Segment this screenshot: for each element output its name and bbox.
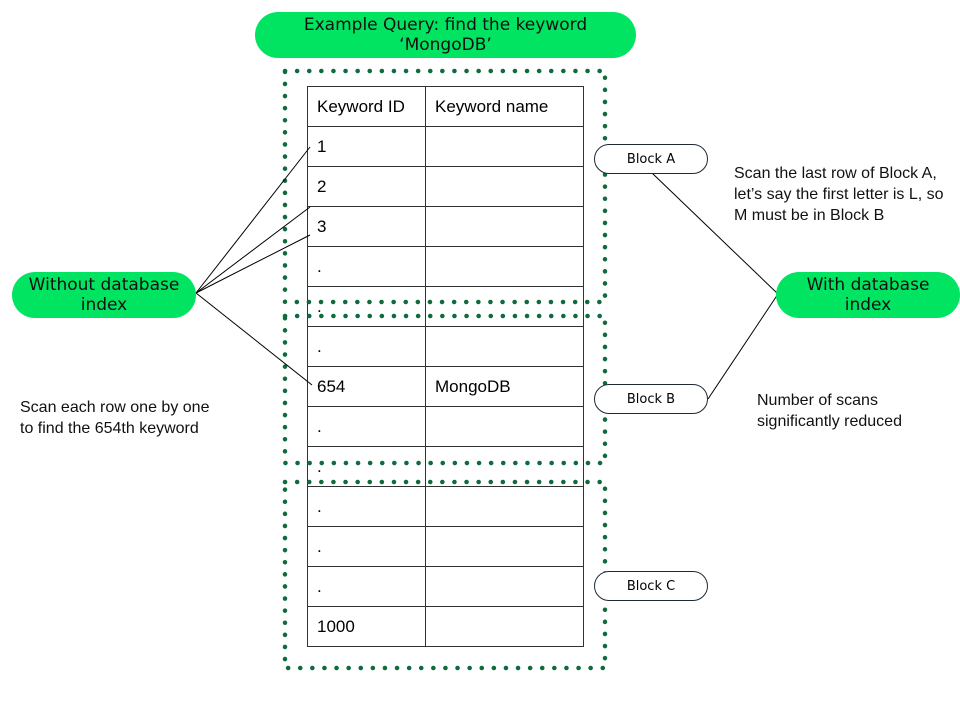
block-c-outline — [282, 479, 608, 671]
table-row: . — [307, 246, 584, 287]
cell-name — [425, 486, 584, 527]
cell-name — [425, 606, 584, 647]
query-title: Example Query: find the keyword ‘MongoDB… — [303, 15, 588, 55]
block-c-label: Block C — [594, 571, 708, 601]
table-header-row: Keyword ID Keyword name — [307, 86, 584, 127]
connector-line — [195, 206, 311, 294]
cell-name — [425, 326, 584, 367]
without-index-label: Without database index — [28, 275, 180, 315]
table-row: . — [307, 566, 584, 607]
block-b-label: Block B — [594, 384, 708, 414]
table-row: 2 — [307, 166, 584, 207]
table-row: . — [307, 286, 584, 327]
without-index-note: Scan each row one by one to find the 654… — [20, 399, 210, 437]
connector-line — [195, 234, 311, 294]
connector-line — [707, 293, 779, 400]
connector-line — [195, 146, 311, 294]
table-row: 1000 — [307, 606, 584, 647]
cell-id: . — [307, 406, 426, 447]
cell-id: . — [307, 286, 426, 327]
cell-name — [425, 206, 584, 247]
with-index-label: With database index — [806, 275, 930, 315]
cell-id: 1000 — [307, 606, 426, 647]
cell-name — [425, 166, 584, 207]
block-a-label: Block A — [594, 144, 708, 174]
table-row: . — [307, 406, 584, 447]
header-keyword-name: Keyword name — [425, 86, 584, 127]
header-keyword-id: Keyword ID — [307, 86, 426, 127]
cell-name — [425, 446, 584, 487]
table-row: 1 — [307, 126, 584, 167]
cell-name: MongoDB — [425, 366, 584, 407]
connector-line — [195, 292, 313, 386]
cell-id: 3 — [307, 206, 426, 247]
cell-id: 2 — [307, 166, 426, 207]
table-row: . — [307, 326, 584, 367]
block-b-outline — [282, 313, 608, 466]
table-row: . — [307, 526, 584, 567]
block-a-note: Scan the last row of Block A, let’s say … — [734, 165, 944, 224]
cell-id: 1 — [307, 126, 426, 167]
connector-line — [651, 172, 779, 295]
scans-reduced-note: Number of scans significantly reduced — [757, 392, 902, 430]
without-index-pill: Without database index — [12, 272, 196, 318]
cell-id: 654 — [307, 366, 426, 407]
table-row: 3 — [307, 206, 584, 247]
cell-name — [425, 126, 584, 167]
cell-name — [425, 246, 584, 287]
block-a-outline — [282, 68, 608, 305]
cell-name — [425, 526, 584, 567]
query-title-pill: Example Query: find the keyword ‘MongoDB… — [255, 12, 636, 58]
with-index-pill: With database index — [776, 272, 960, 318]
